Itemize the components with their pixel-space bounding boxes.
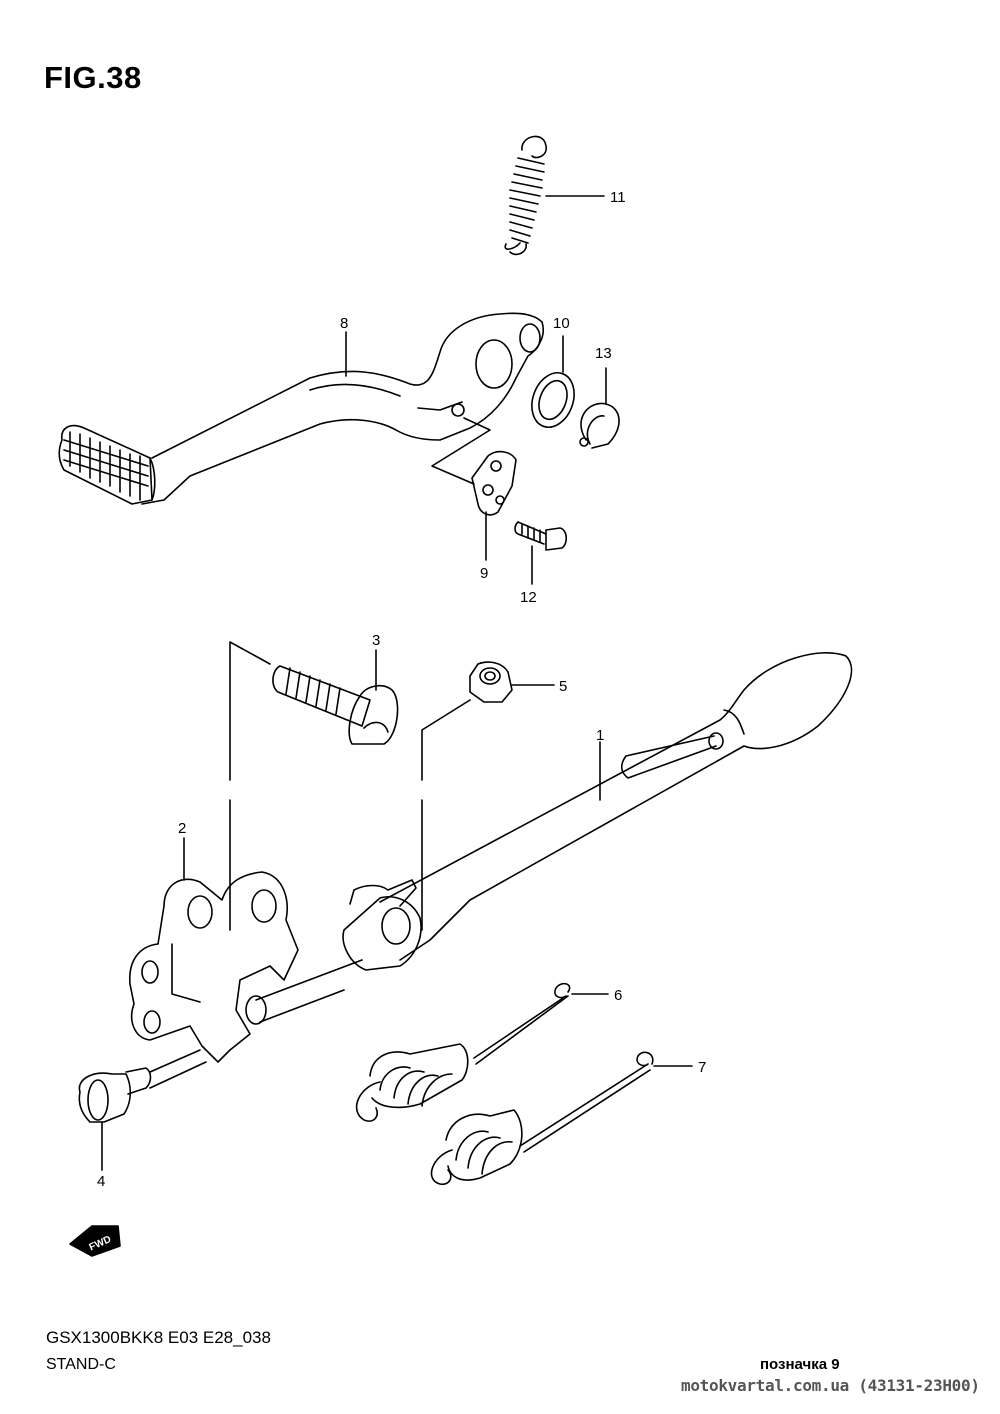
callout-1: 1 — [596, 727, 604, 744]
link-line-9 — [431, 417, 491, 485]
callout-2: 2 — [178, 820, 186, 837]
side-stand-1 — [342, 652, 853, 971]
bolt-12 — [514, 521, 568, 551]
link-line-5 — [421, 699, 471, 931]
spring-7 — [430, 1051, 654, 1186]
callout-3: 3 — [372, 632, 380, 649]
watermark-text: motokvartal.com.ua (43131-23H00) — [681, 1376, 980, 1395]
callout-6: 6 — [614, 987, 622, 1004]
callout-9: 9 — [480, 565, 488, 582]
callout-13: 13 — [595, 345, 612, 362]
plate-9 — [471, 450, 517, 516]
mark-label: позначка 9 — [760, 1356, 840, 1373]
spring-11 — [504, 135, 547, 256]
spring-6 — [355, 982, 571, 1122]
forward-arrow-icon: FWD — [69, 1225, 121, 1257]
callout-5: 5 — [559, 678, 567, 695]
section-name: STAND-C — [46, 1356, 116, 1373]
figure-title: FIG.38 — [44, 60, 142, 95]
bracket-2 — [129, 871, 363, 1063]
link-line-3 — [229, 641, 271, 931]
circlip-13 — [579, 402, 620, 449]
bolt-3 — [272, 665, 399, 745]
callout-8: 8 — [340, 315, 348, 332]
pivot-bolt-4 — [78, 1049, 207, 1123]
model-code: GSX1300BKK8 E03 E28_038 — [46, 1328, 271, 1347]
callout-4: 4 — [97, 1173, 105, 1190]
callout-10: 10 — [553, 315, 570, 332]
callout-11: 11 — [610, 189, 626, 206]
shift-lever-8 — [58, 312, 544, 505]
callout-7: 7 — [698, 1059, 706, 1076]
callout-12: 12 — [520, 589, 537, 606]
washer-10 — [531, 372, 575, 428]
nut-5 — [469, 661, 513, 703]
